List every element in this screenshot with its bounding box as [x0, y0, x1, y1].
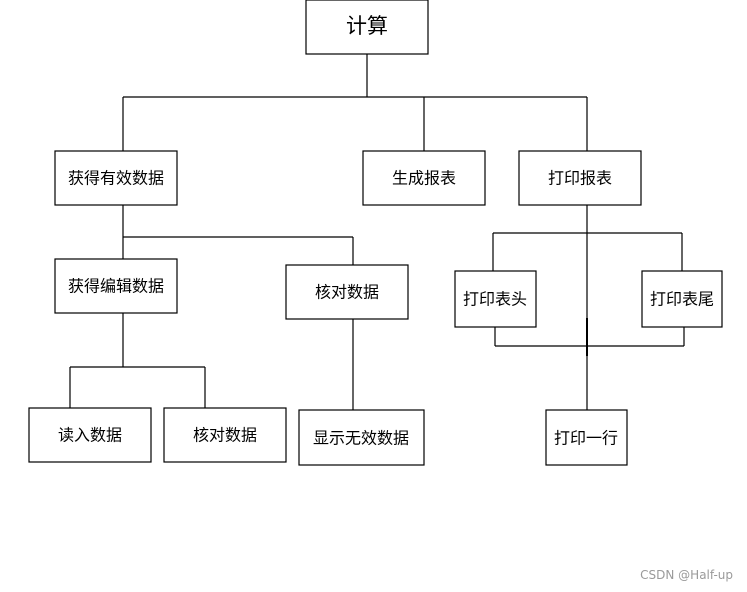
- node-root: 计算: [305, 0, 429, 55]
- node-get-edit-data-label: 获得编辑数据: [68, 277, 164, 296]
- node-read-data-label: 读入数据: [58, 426, 122, 445]
- node-print-row: 打印一行: [545, 409, 628, 466]
- node-get-edit-data: 获得编辑数据: [54, 258, 178, 314]
- node-check-data-1-label: 核对数据: [315, 283, 379, 302]
- node-generate-report-label: 生成报表: [392, 169, 456, 188]
- node-print-header: 打印表头: [454, 270, 537, 328]
- node-read-data: 读入数据: [28, 407, 152, 463]
- watermark: CSDN @Half-up: [640, 568, 733, 582]
- node-show-invalid-data-label: 显示无效数据: [313, 429, 409, 448]
- node-check-data-1: 核对数据: [285, 264, 409, 320]
- node-print-header-label: 打印表头: [463, 290, 527, 309]
- node-print-footer-label: 打印表尾: [650, 290, 714, 309]
- node-root-label: 计算: [346, 14, 388, 38]
- node-check-data-2: 核对数据: [163, 407, 287, 463]
- node-print-report: 打印报表: [518, 150, 642, 206]
- connector-lines: [69, 54, 685, 410]
- node-print-row-label: 打印一行: [554, 429, 618, 448]
- node-get-valid-data: 获得有效数据: [54, 150, 178, 206]
- node-get-valid-data-label: 获得有效数据: [68, 169, 164, 188]
- node-check-data-2-label: 核对数据: [193, 426, 257, 445]
- node-print-footer: 打印表尾: [641, 270, 723, 328]
- node-generate-report: 生成报表: [362, 150, 486, 206]
- node-show-invalid-data: 显示无效数据: [298, 409, 425, 466]
- node-print-report-label: 打印报表: [548, 169, 612, 188]
